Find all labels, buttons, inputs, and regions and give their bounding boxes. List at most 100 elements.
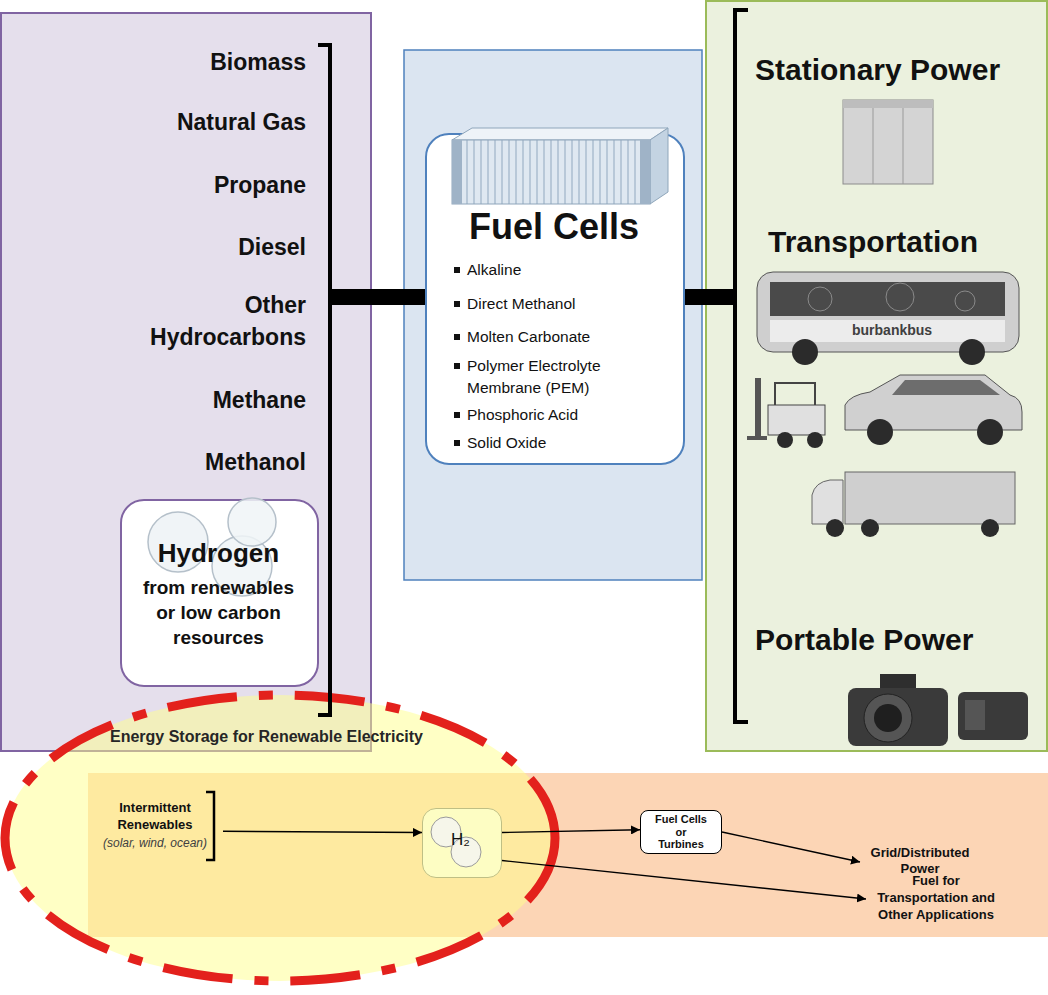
suv-body bbox=[845, 375, 1022, 430]
source-name: Methane bbox=[106, 385, 306, 415]
flow-arrow bbox=[223, 831, 422, 832]
output-label: Grid/Distributed Power bbox=[860, 845, 980, 877]
wheel bbox=[977, 419, 1003, 445]
source-note: (solar, wind, ocean) bbox=[98, 835, 212, 851]
text-slot: Polymer Electrolyte Membrane (PEM) bbox=[467, 355, 642, 399]
text-slot: Methanol bbox=[106, 447, 306, 477]
text-slot: H₂ bbox=[423, 828, 498, 852]
forklift-mast bbox=[755, 378, 761, 440]
grip-panel bbox=[965, 700, 985, 730]
text-slot: Fuel Cells bbox=[427, 205, 681, 249]
bus-picture bbox=[757, 272, 1019, 365]
application-bracket bbox=[735, 10, 748, 722]
wheel bbox=[861, 519, 879, 537]
bullet-mark bbox=[454, 301, 460, 307]
forklift-body bbox=[768, 405, 825, 435]
cabinet-body bbox=[843, 100, 933, 184]
fuel-cell-type: Solid Oxide bbox=[467, 432, 642, 454]
fuel-cell-panel bbox=[404, 50, 702, 580]
stack-front bbox=[452, 140, 650, 204]
text-slot: Energy Storage for Renewable Electricity bbox=[110, 727, 470, 747]
vehicle-lettering: burbankbus bbox=[852, 320, 952, 340]
bubble bbox=[228, 498, 276, 546]
application-heading: Transportation bbox=[768, 224, 1038, 260]
camera-lens bbox=[864, 694, 912, 742]
text-slot: Natural Gas bbox=[106, 107, 306, 137]
camera-hump bbox=[880, 674, 916, 692]
bullet-mark bbox=[454, 334, 460, 340]
bus-stripe bbox=[770, 320, 1005, 342]
output-label: Fuel for Transportation and Other Applic… bbox=[871, 872, 1001, 923]
text-slot: Propane bbox=[106, 170, 306, 200]
end-plate bbox=[452, 140, 462, 204]
forklift-cage bbox=[775, 383, 815, 405]
text-slot: Stationary Power bbox=[755, 52, 1040, 88]
power-cabinet bbox=[843, 100, 933, 184]
source-name: Methanol bbox=[106, 447, 306, 477]
highlight-ellipse bbox=[5, 695, 555, 981]
wheel bbox=[981, 519, 999, 537]
source-bracket bbox=[318, 45, 330, 715]
flow-bar bbox=[372, 289, 425, 305]
text-slot: Portable Power bbox=[755, 622, 1040, 658]
chemical-formula: H₂ bbox=[423, 828, 498, 852]
bubble bbox=[212, 536, 272, 596]
box-heading: Hydrogen bbox=[122, 537, 315, 569]
fuel-cell-type: Alkaline bbox=[467, 259, 642, 281]
text-slot: Solid Oxide bbox=[467, 432, 642, 454]
camera-glass bbox=[874, 704, 902, 732]
bus-swirl bbox=[808, 287, 832, 311]
fuel-cell-stack bbox=[452, 128, 668, 204]
truck-picture bbox=[812, 472, 1015, 537]
highlight-outline bbox=[5, 695, 555, 981]
fuel-output: Fuel for Transportation and Other Applic… bbox=[866, 870, 1006, 928]
text-slot: Fuel Cells or Turbines bbox=[653, 813, 709, 851]
text-slot: Hydrogen bbox=[122, 537, 315, 569]
hydrogen-store: H₂ bbox=[422, 808, 502, 878]
fuel-cell-box: Fuel CellsAlkalineDirect MethanolMolten … bbox=[425, 133, 685, 465]
source-name: Other Hydrocarbons bbox=[131, 289, 306, 353]
text-slot: Methane bbox=[106, 385, 306, 415]
atom bbox=[451, 837, 481, 867]
end-plate bbox=[640, 140, 650, 204]
forklift-picture bbox=[747, 378, 825, 448]
box-label: Fuel Cells or Turbines bbox=[653, 813, 709, 851]
hydrogen-molecule bbox=[431, 817, 481, 867]
wheel bbox=[777, 432, 793, 448]
wheel bbox=[826, 519, 844, 537]
bus-swirl bbox=[955, 291, 975, 311]
fuel-cell-type: Molten Carbonate bbox=[467, 326, 642, 348]
converter-box: Fuel Cells or Turbines bbox=[640, 810, 722, 854]
text-slot: Intermittent Renewables bbox=[98, 799, 212, 833]
text-slot: Fuel for Transportation and Other Applic… bbox=[871, 872, 1001, 923]
text-slot: from renewables or low carbon resources bbox=[136, 575, 301, 650]
bullet-mark bbox=[454, 267, 460, 273]
text-slot: Phosphoric Acid bbox=[467, 404, 642, 426]
application-stub bbox=[705, 289, 737, 305]
battery-grip bbox=[958, 692, 1028, 740]
suv-windows bbox=[892, 380, 1000, 395]
wheel bbox=[807, 432, 823, 448]
cabinet-door bbox=[873, 108, 874, 184]
section-heading: Energy Storage for Renewable Electricity bbox=[110, 727, 470, 747]
box-body: from renewables or low carbon resources bbox=[136, 575, 301, 650]
application-panel: Stationary PowerTransportationPortable P… bbox=[705, 0, 1048, 752]
bullet-mark bbox=[454, 440, 460, 446]
flow-arrow bbox=[502, 830, 640, 833]
stack-side bbox=[650, 128, 668, 204]
text-slot: Other Hydrocarbons bbox=[131, 289, 306, 353]
cabinet-door bbox=[903, 108, 904, 184]
wheel bbox=[959, 339, 985, 365]
box-heading: Fuel Cells bbox=[427, 205, 681, 249]
text-slot: (solar, wind, ocean) bbox=[98, 835, 212, 851]
source-name: Propane bbox=[106, 170, 306, 200]
source-name: Natural Gas bbox=[106, 107, 306, 137]
text-slot: Biomass bbox=[106, 47, 306, 77]
fuel-cell-type: Polymer Electrolyte Membrane (PEM) bbox=[467, 355, 642, 399]
text-slot: Transportation bbox=[768, 224, 1038, 260]
source-name: Intermittent Renewables bbox=[98, 799, 212, 833]
storage-band: Energy Storage for Renewable Electricity… bbox=[88, 773, 1048, 937]
cabinet-roof bbox=[843, 100, 933, 108]
text-slot: Alkaline bbox=[467, 259, 642, 281]
